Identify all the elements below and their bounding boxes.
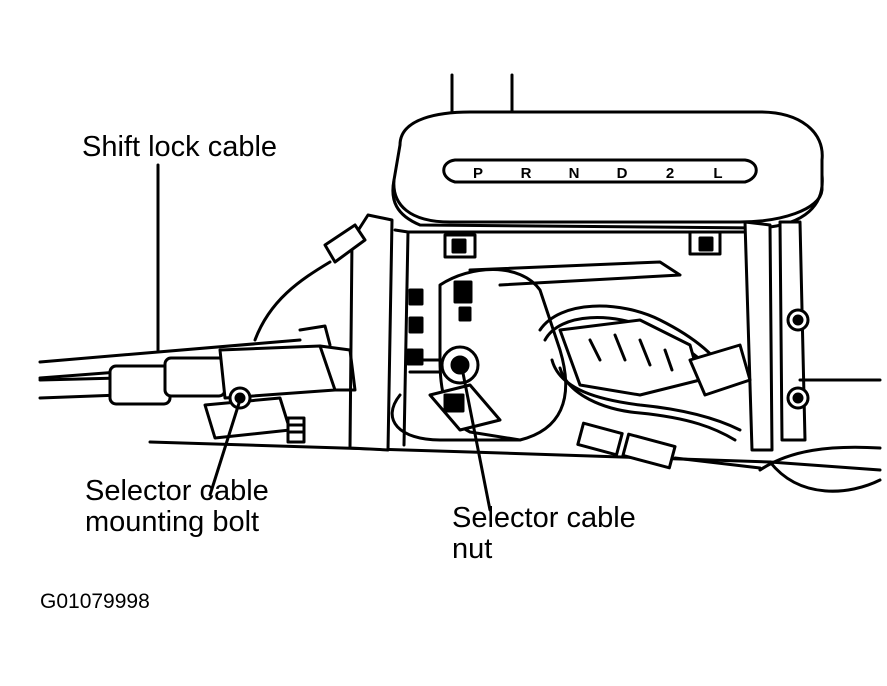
shift-lock-cable-end <box>323 223 367 264</box>
bracket-right-post <box>743 220 774 452</box>
bracket-inner-left <box>393 228 410 447</box>
label-selector-cable-nut-2: nut <box>452 533 493 565</box>
figure-code: G01079998 <box>40 590 150 613</box>
label-selector-cable-mounting-bolt-2: mounting bolt <box>85 506 260 538</box>
gear-indicator-letters: P R N D 2 L <box>473 165 723 182</box>
leader-mounting-bolt <box>208 398 242 497</box>
selector-cable-sleeve-2 <box>163 356 227 398</box>
gear-letter-r: R <box>521 165 532 182</box>
selector-cable-sleeve-1 <box>108 364 172 406</box>
indicator-housing <box>392 110 824 224</box>
cable-loop <box>390 393 522 442</box>
bracket-left-post <box>348 213 394 452</box>
gear-letter-n: N <box>569 165 580 182</box>
gear-window <box>442 158 758 184</box>
bracket-far-right-post <box>778 220 807 442</box>
inline-connector <box>576 421 624 457</box>
gear-letter-p: P <box>473 165 483 182</box>
selector-cable <box>38 376 122 400</box>
leader-cable-nut <box>460 366 492 512</box>
label-selector-cable-mounting-bolt-1: Selector cable <box>85 475 269 507</box>
gear-letter-2: 2 <box>666 165 674 182</box>
floor-outline <box>148 440 882 472</box>
stud-bolt <box>286 416 306 444</box>
gear-letter-d: D <box>617 165 628 182</box>
connector-plug <box>688 343 752 397</box>
label-shift-lock-cable: Shift lock cable <box>82 131 278 163</box>
label-selector-cable-nut-1: Selector cable <box>452 502 636 534</box>
gear-letter-l: L <box>713 165 722 182</box>
